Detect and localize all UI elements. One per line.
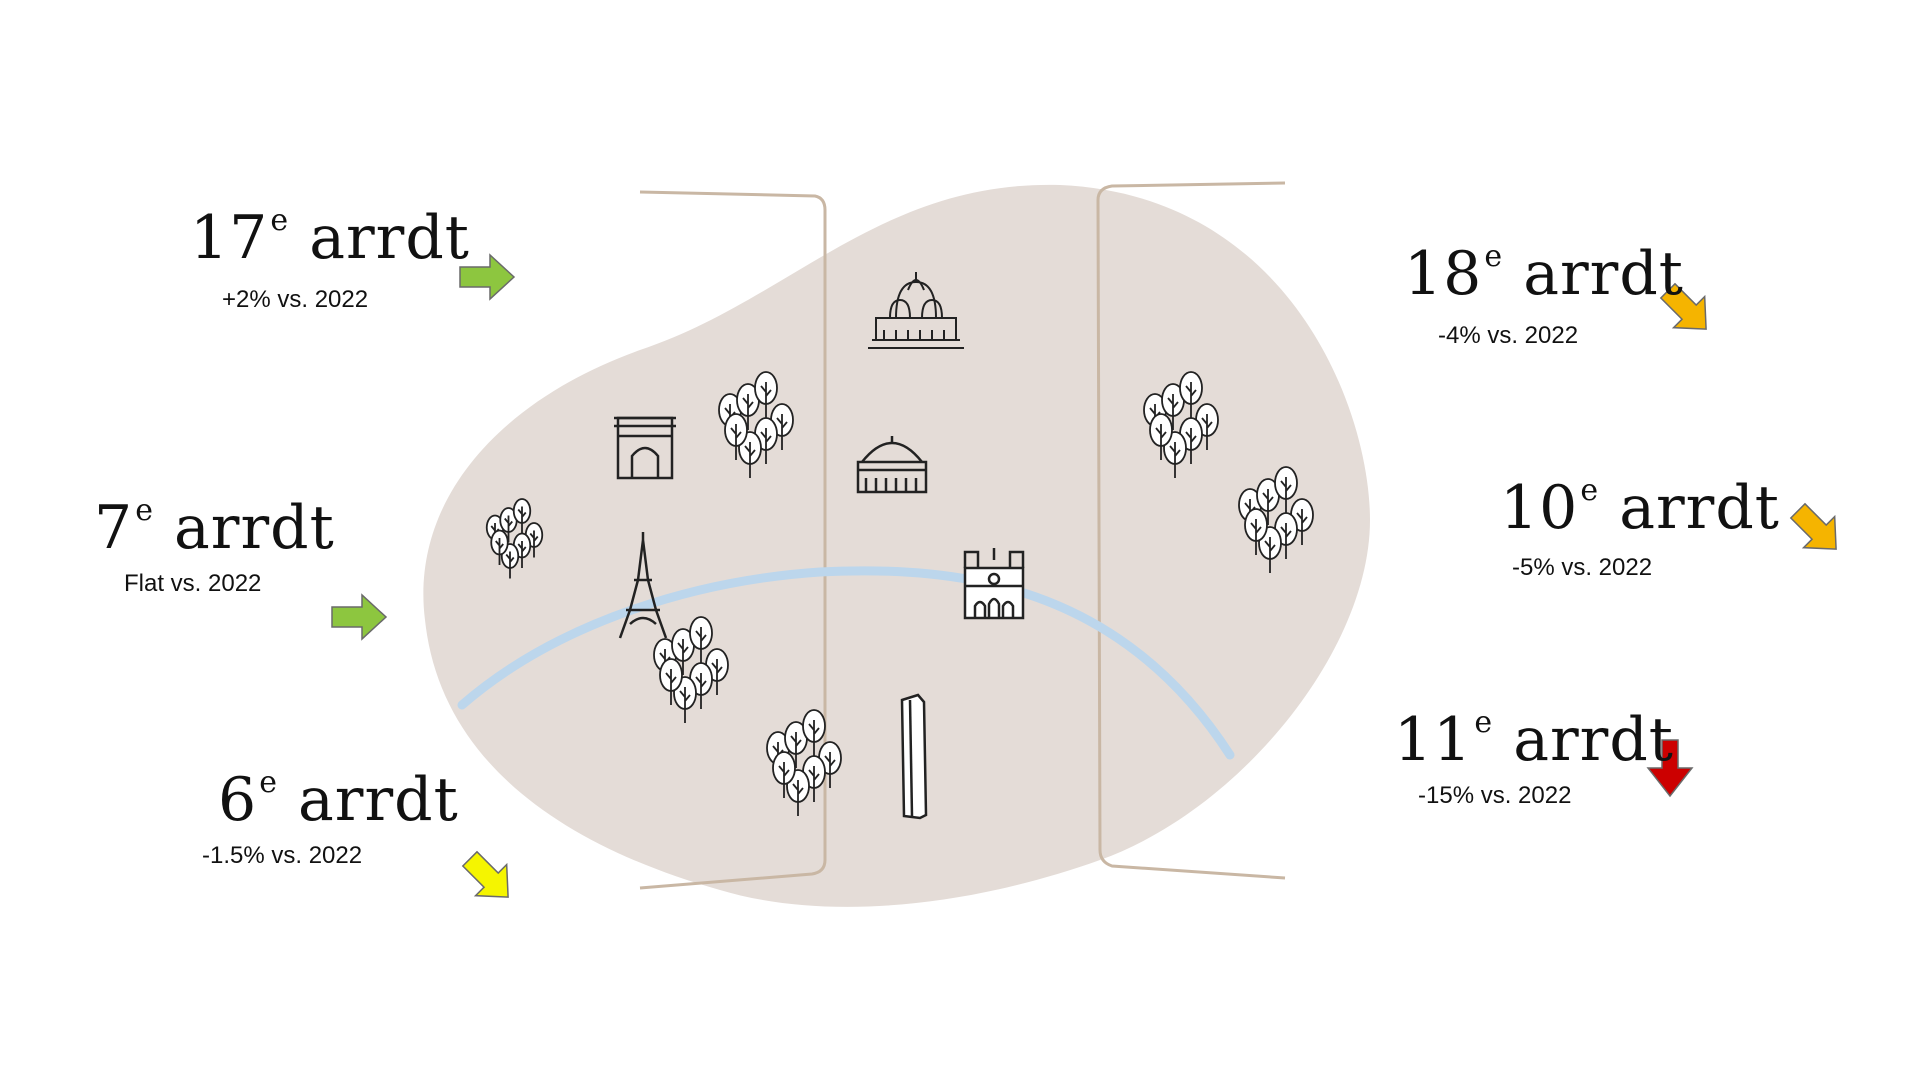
trend-arrow-icon [331, 593, 388, 641]
district-change: +2% vs. 2022 [222, 286, 369, 313]
trend-arrow-icon [1659, 282, 1707, 330]
notre-dame-icon [963, 548, 1025, 620]
district-name: 17e arrdt [190, 203, 470, 273]
district-name: 18e arrdt [1404, 239, 1684, 309]
montparnasse-tower-icon [900, 693, 928, 820]
trend-arrow-icon [1789, 502, 1837, 550]
district-10: 10e arrdt -5% vs. 2022 [1500, 473, 1780, 582]
sacre-coeur-icon [868, 272, 964, 349]
river-seine [457, 566, 1235, 760]
arc-de-triomphe-icon [614, 416, 676, 480]
tree-cluster-icon [653, 616, 729, 723]
district-change: Flat vs. 2022 [124, 570, 262, 597]
trend-arrow-icon [1646, 739, 1694, 798]
tree-cluster-icon [1143, 371, 1219, 478]
tree-cluster-icon [1238, 466, 1314, 573]
tree-cluster-icon [485, 498, 544, 579]
tree-cluster-icon [766, 709, 842, 816]
left-bracket [639, 190, 827, 890]
district-change: -5% vs. 2022 [1512, 554, 1653, 581]
district-11: 11e arrdt -15% vs. 2022 [1394, 705, 1674, 810]
district-7: 7e arrdt Flat vs. 2022 [94, 493, 335, 598]
district-name: 6e arrdt [218, 765, 459, 835]
district-change: -4% vs. 2022 [1438, 322, 1579, 349]
district-6: 6e arrdt -1.5% vs. 2022 [202, 765, 459, 870]
trees [485, 371, 1314, 816]
district-17: 17e arrdt +2% vs. 2022 [190, 203, 470, 314]
trend-arrow-icon [461, 850, 509, 898]
district-change: -15% vs. 2022 [1418, 782, 1572, 809]
district-name: 11e arrdt [1394, 705, 1674, 775]
district-change: -1.5% vs. 2022 [202, 842, 363, 869]
eiffel-tower-icon [618, 532, 668, 639]
city-blob [423, 184, 1371, 907]
district-name: 7e arrdt [94, 493, 335, 563]
district-18: 18e arrdt -4% vs. 2022 [1404, 239, 1684, 350]
trend-arrow-icon [459, 253, 516, 301]
district-name: 10e arrdt [1500, 473, 1780, 543]
opera-icon [856, 436, 928, 494]
tree-cluster-icon [718, 371, 794, 478]
right-bracket [1096, 181, 1286, 880]
